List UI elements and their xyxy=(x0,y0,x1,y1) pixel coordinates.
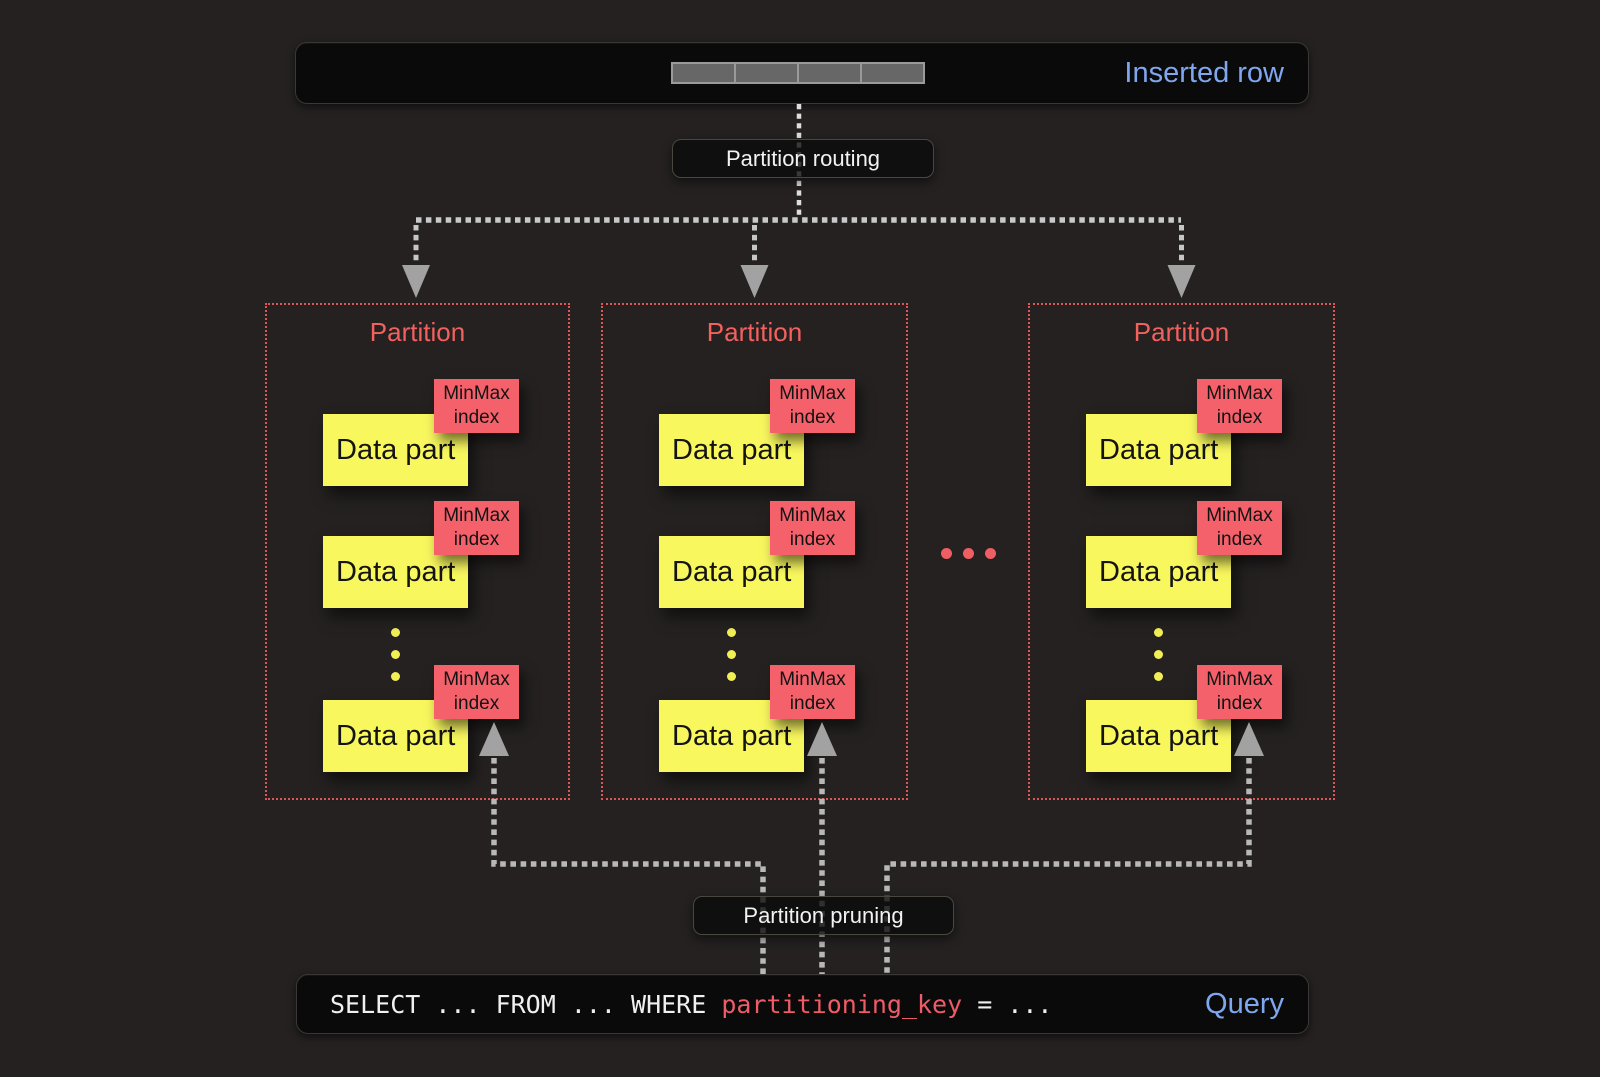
sql-text: = ... xyxy=(962,989,1053,1019)
sql-text: SELECT ... FROM ... WHERE xyxy=(330,989,722,1019)
row-cell xyxy=(671,62,736,84)
arrow-down-icon xyxy=(740,265,769,298)
row-cell xyxy=(734,62,799,84)
sql-statement: SELECT ... FROM ... WHERE partitioning_k… xyxy=(297,990,1205,1019)
ellipsis-dot xyxy=(941,548,952,559)
inserted-row-cells xyxy=(671,62,925,84)
data-part-box: Data part xyxy=(323,700,468,772)
minmax-index-box: MinMax index xyxy=(434,665,519,719)
partition-title: Partition xyxy=(706,317,803,347)
query-box: SELECT ... FROM ... WHERE partitioning_k… xyxy=(296,974,1309,1034)
partition-pruning-label: Partition pruning xyxy=(693,896,954,935)
row-cell xyxy=(797,62,862,84)
inserted-row-box: Inserted row xyxy=(295,42,1309,104)
arrow-down-icon xyxy=(1167,265,1196,298)
minmax-index-box: MinMax index xyxy=(434,501,519,555)
data-part-box: Data part xyxy=(323,536,468,608)
ellipsis-dot xyxy=(1154,628,1163,637)
partition-routing-label: Partition routing xyxy=(672,139,934,178)
more-data-parts-ellipsis xyxy=(391,628,401,694)
ellipsis-dot xyxy=(727,650,736,659)
minmax-index-box: MinMax index xyxy=(1197,501,1282,555)
partition-box-2: Partition MinMax index Data part MinMax … xyxy=(601,303,908,800)
ellipsis-dot xyxy=(391,650,400,659)
ellipsis-dot xyxy=(727,672,736,681)
minmax-index-box: MinMax index xyxy=(1197,665,1282,719)
minmax-index-box: MinMax index xyxy=(1197,379,1282,433)
sql-partitioning-key: partitioning_key xyxy=(721,989,963,1019)
ellipsis-dot xyxy=(963,548,974,559)
minmax-index-box: MinMax index xyxy=(770,501,855,555)
data-part-box: Data part xyxy=(1086,536,1231,608)
minmax-index-box: MinMax index xyxy=(770,379,855,433)
minmax-index-box: MinMax index xyxy=(434,379,519,433)
query-label: Query xyxy=(1205,987,1284,1020)
arrow-down-icon xyxy=(402,265,430,298)
more-data-parts-ellipsis xyxy=(1154,628,1164,694)
ellipsis-dot xyxy=(727,628,736,637)
ellipsis-dot xyxy=(985,548,996,559)
ellipsis-dot xyxy=(391,628,400,637)
ellipsis-dot xyxy=(1154,650,1163,659)
inserted-row-label: Inserted row xyxy=(1124,56,1284,89)
partition-box-1: Partition MinMax index Data part MinMax … xyxy=(265,303,570,800)
ellipsis-dot xyxy=(391,672,400,681)
more-partitions-ellipsis xyxy=(941,548,1007,559)
partition-box-3: Partition MinMax index Data part MinMax … xyxy=(1028,303,1335,800)
ellipsis-dot xyxy=(1154,672,1163,681)
minmax-index-box: MinMax index xyxy=(770,665,855,719)
partition-title: Partition xyxy=(369,317,466,347)
partition-title: Partition xyxy=(1133,317,1230,347)
row-cell xyxy=(860,62,925,84)
more-data-parts-ellipsis xyxy=(727,628,737,694)
